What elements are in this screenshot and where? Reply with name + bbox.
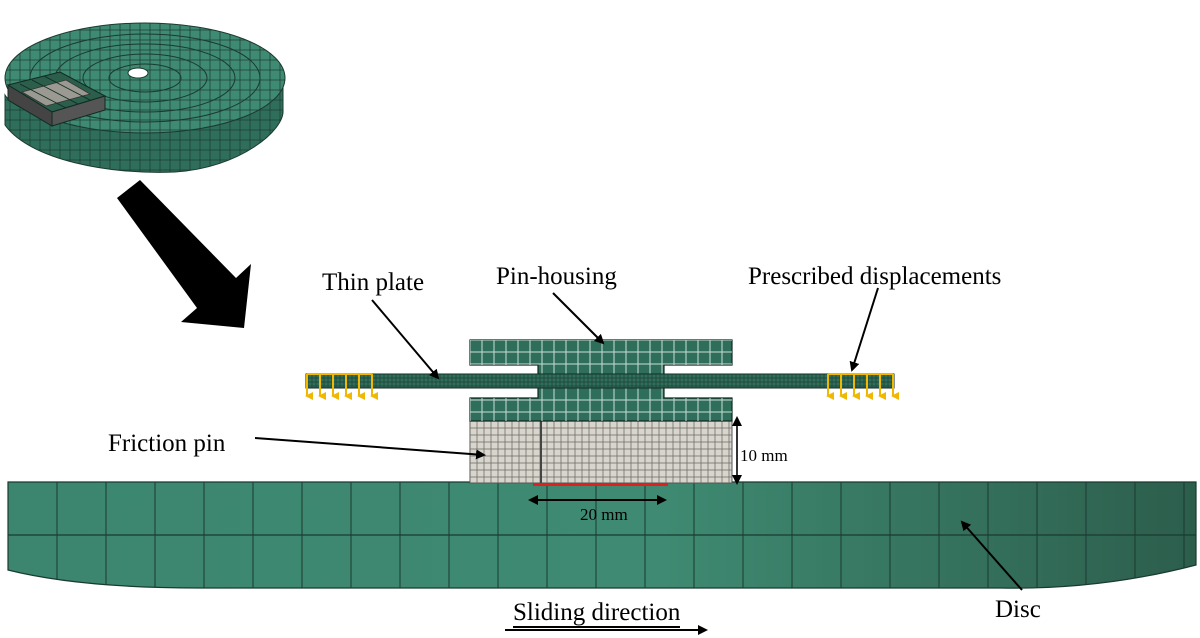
height-dimension-label: 10 mm [740,446,788,465]
displacement-load-left [305,373,378,400]
prescribed-displacements-label: Prescribed displacements [748,263,1002,290]
2d-projection-arrow [117,180,251,328]
thin-plate [305,373,895,389]
friction-pin [469,420,733,484]
disc-leader [960,520,1023,591]
thin-plate-leader [371,299,440,380]
pin-housing-label: Pin-housing [496,263,617,290]
thin-plate-label: Thin plate [322,269,425,296]
pin-housing-leader [552,292,605,345]
prescribed-displacements-leader [849,287,879,372]
disc-3d-model [4,22,286,173]
disc-label: Disc [995,596,1041,623]
width-dimension-label: 20 mm [580,505,628,524]
friction-pin-label: Friction pin [108,430,226,457]
disc-2d [7,481,1197,589]
friction-pin-leader [254,437,486,460]
pin-assembly-3d [6,71,107,127]
sliding-direction-label: Sliding direction [513,599,681,628]
displacement-load-right [826,373,899,400]
